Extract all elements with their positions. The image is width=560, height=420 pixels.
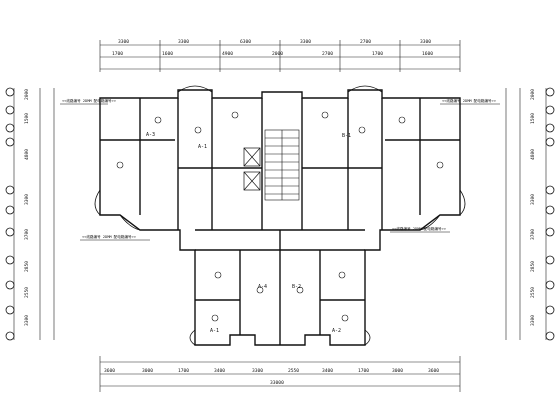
right-dim-2: 1500	[530, 113, 536, 124]
left-dim-1: 2000	[24, 89, 30, 100]
bottom-dim-8: 1700	[358, 368, 369, 374]
right-dim-8: 3300	[530, 315, 536, 326]
bottom-dim-5: 3300	[252, 368, 263, 374]
top-dim-s6: 1700	[372, 51, 383, 57]
top-dim-s2: 1600	[162, 51, 173, 57]
left-dim-2: 1500	[24, 113, 30, 124]
bottom-dim-3: 1700	[178, 368, 189, 374]
annotation-2: <<线路编号 2DMM 配电箱编号>>	[442, 98, 497, 103]
bottom-dim-7: 3400	[322, 368, 333, 374]
top-dim-s5: 2700	[322, 51, 333, 57]
bottom-dim-6: 2550	[288, 368, 299, 374]
bottom-dimension-labels: 3600 3000 1700 3400 3300 2550 3400 1700 …	[104, 368, 439, 386]
room-label-a1-left: A-1	[198, 144, 207, 150]
bottom-dimension-chain	[99, 356, 461, 392]
bottom-dim-1: 3600	[104, 368, 115, 374]
top-dim-s3: 4900	[222, 51, 233, 57]
right-dim-3: 4800	[530, 149, 536, 160]
left-dimension-chain	[13, 88, 55, 340]
right-axis-bubbles	[545, 87, 555, 341]
top-dim-6: 3300	[420, 39, 431, 45]
room-label-a1-bottom: A-1	[210, 328, 219, 334]
room-label-b1: B-1	[342, 133, 351, 139]
elevator-shafts	[243, 147, 261, 191]
right-dimension-chain	[505, 88, 547, 340]
top-dim-4: 3300	[300, 39, 311, 45]
stair-core	[264, 129, 300, 201]
leader-lines	[60, 103, 500, 241]
room-label-a3: A-3	[146, 132, 155, 138]
left-dimension-labels: 2000 1500 4800 3300 3700 2850 2550 3300	[24, 89, 30, 326]
room-label-a2: A-2	[332, 328, 341, 334]
right-dim-7: 2550	[530, 287, 536, 298]
annotation-1: <<线路编号 2DMM 配电箱编号>>	[62, 98, 117, 103]
bottom-dim-2: 3000	[142, 368, 153, 374]
left-dim-5: 3700	[24, 229, 30, 240]
top-dim-3: 6300	[240, 39, 251, 45]
left-dim-4: 3300	[24, 194, 30, 205]
bay-windows	[94, 85, 466, 346]
right-dim-6: 2850	[530, 261, 536, 272]
top-dimension-labels: 3300 3300 6300 3300 2700 3300 1700 1600 …	[112, 39, 433, 57]
bottom-dim-4: 3400	[214, 368, 225, 374]
left-dim-3: 4800	[24, 149, 30, 160]
right-dim-5: 3700	[530, 229, 536, 240]
right-dim-1: 2000	[530, 89, 536, 100]
bottom-total-dim: 33000	[270, 380, 284, 386]
bottom-dim-9: 3000	[392, 368, 403, 374]
top-dim-5: 2700	[360, 39, 371, 45]
top-dim-s7: 1600	[422, 51, 433, 57]
annotation-3: <<线路编号 2DMM 配电箱编号>>	[82, 234, 137, 239]
top-dim-s4: 2000	[272, 51, 283, 57]
room-labels: A-3 A-1 B-1 A-4 B-2 A-1 A-2	[146, 132, 351, 334]
annotations: <<线路编号 2DMM 配电箱编号>> <<线路编号 2DMM 配电箱编号>> …	[62, 98, 497, 239]
electrical-fixtures	[116, 111, 444, 322]
right-dim-4: 3300	[530, 194, 536, 205]
right-dimension-labels: 2000 1500 4800 3300 3700 2850 2550 3300	[530, 89, 536, 326]
left-dim-8: 3300	[24, 315, 30, 326]
left-dim-7: 2550	[24, 287, 30, 298]
building-walls	[99, 89, 461, 346]
left-axis-bubbles	[5, 87, 15, 341]
top-dim-2: 3300	[178, 39, 189, 45]
top-dim-s1: 1700	[112, 51, 123, 57]
top-dimension-chain	[99, 40, 461, 72]
left-dim-6: 2850	[24, 261, 30, 272]
top-dim-1: 3300	[118, 39, 129, 45]
room-label-b2: B-2	[292, 284, 301, 290]
bottom-dim-10: 3600	[428, 368, 439, 374]
annotation-4: <<线路编号 2DMM 配电箱编号>>	[392, 226, 447, 231]
room-label-a4: A-4	[258, 284, 267, 290]
